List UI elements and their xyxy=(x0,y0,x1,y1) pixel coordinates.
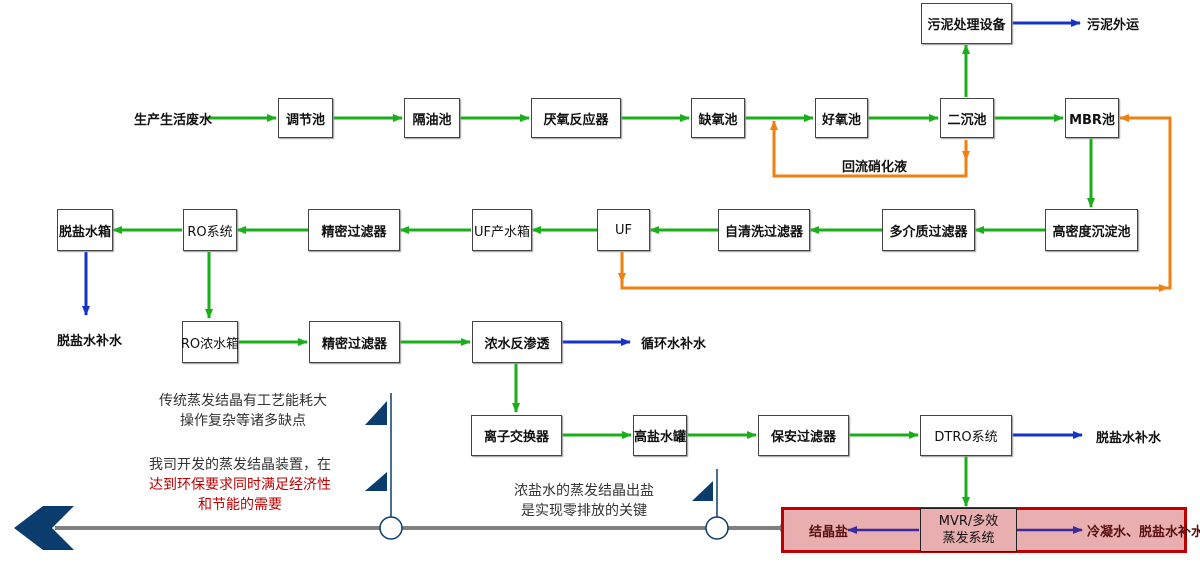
box-precision-filter-2[interactable]: 精密过滤器 xyxy=(309,321,400,363)
note1-line2: 操作复杂等诸多缺点 xyxy=(180,413,306,429)
label-desalted-makeup-2: 脱盐水补水 xyxy=(1096,431,1162,446)
note-traditional-drawbacks: 传统蒸发结晶有工艺能耗大 操作复杂等诸多缺点 xyxy=(133,391,353,431)
note-zero-discharge-key: 浓盐水的蒸发结晶出盐 是实现零排放的关键 xyxy=(494,481,674,521)
label-crystal-salt: 结晶盐 xyxy=(809,525,849,540)
flag-3-icon xyxy=(692,481,713,501)
box-sludge-treatment[interactable]: 污泥处理设备 xyxy=(921,3,1012,44)
label-condensate-out: 冷凝水、脱盐水补水 xyxy=(1087,525,1200,540)
box-tiaojie-pool[interactable]: 调节池 xyxy=(278,98,333,138)
box-dtro-system[interactable]: DTRO系统 xyxy=(920,415,1012,456)
note2-line3: 和节能的需要 xyxy=(198,497,282,513)
label-cooling-makeup: 循环水补水 xyxy=(641,337,707,352)
box-mvr-evaporation-system[interactable]: MVR/多效 蒸发系统 xyxy=(920,508,1017,552)
label-sludge-out: 污泥外运 xyxy=(1087,18,1140,33)
timeline-node-1 xyxy=(379,516,403,540)
box-anoxic-pool[interactable]: 缺氧池 xyxy=(691,98,745,138)
box-aerobic-pool[interactable]: 好氧池 xyxy=(815,98,868,138)
note2-line2: 达到环保要求同时满足经济性 xyxy=(149,477,331,493)
box-secondary-clarifier[interactable]: 二沉池 xyxy=(940,98,994,138)
box-self-cleaning-filter[interactable]: 自清洗过滤器 xyxy=(718,209,810,251)
box-concentrate-ro[interactable]: 浓水反渗透 xyxy=(472,321,562,363)
flag-2-icon xyxy=(365,472,387,491)
flag-1-icon xyxy=(365,401,387,425)
box-high-salt-tank[interactable]: 高盐水罐 xyxy=(633,415,687,456)
label-recycle-nitrate: 回流硝化液 xyxy=(842,160,908,175)
label-desalted-makeup-1: 脱盐水补水 xyxy=(57,334,123,349)
mvr-line-1: MVR/多效 xyxy=(938,514,999,529)
label-source-wastewater: 生产生活废水 xyxy=(134,113,213,128)
box-security-filter[interactable]: 保安过滤器 xyxy=(758,415,849,456)
note2-line1: 我司开发的蒸发结晶装置，在 xyxy=(149,457,331,473)
box-high-density-clarifier[interactable]: 高密度沉淀池 xyxy=(1045,209,1138,251)
box-uf-product-tank[interactable]: UF产水箱 xyxy=(472,209,532,251)
box-uf[interactable]: UF xyxy=(597,209,650,251)
box-mbr-pool[interactable]: MBR池 xyxy=(1065,98,1119,138)
arrow-recycle-loop xyxy=(770,120,968,178)
box-multimedia-filter[interactable]: 多介质过滤器 xyxy=(882,209,975,251)
note-company-device: 我司开发的蒸发结晶装置，在 达到环保要求同时满足经济性 和节能的需要 xyxy=(122,455,358,515)
timeline-arrowhead-icon xyxy=(14,506,74,550)
box-desalted-tank[interactable]: 脱盐水箱 xyxy=(57,209,113,251)
mvr-line-2: 蒸发系统 xyxy=(942,531,995,546)
box-ro-system[interactable]: RO系统 xyxy=(183,209,237,251)
box-geyou-pool[interactable]: 隔油池 xyxy=(404,98,460,138)
note1-line1: 传统蒸发结晶有工艺能耗大 xyxy=(159,393,327,409)
note3-line1: 浓盐水的蒸发结晶出盐 xyxy=(514,483,654,499)
box-anaerobic-reactor[interactable]: 厌氧反应器 xyxy=(531,98,621,138)
timeline-node-2 xyxy=(705,516,729,540)
box-ro-concentrate-tank[interactable]: RO浓水箱 xyxy=(181,321,239,363)
note3-line2: 是实现零排放的关键 xyxy=(521,503,647,519)
box-precision-filter-1[interactable]: 精密过滤器 xyxy=(308,209,400,251)
box-ion-exchanger[interactable]: 离子交换器 xyxy=(471,415,562,456)
